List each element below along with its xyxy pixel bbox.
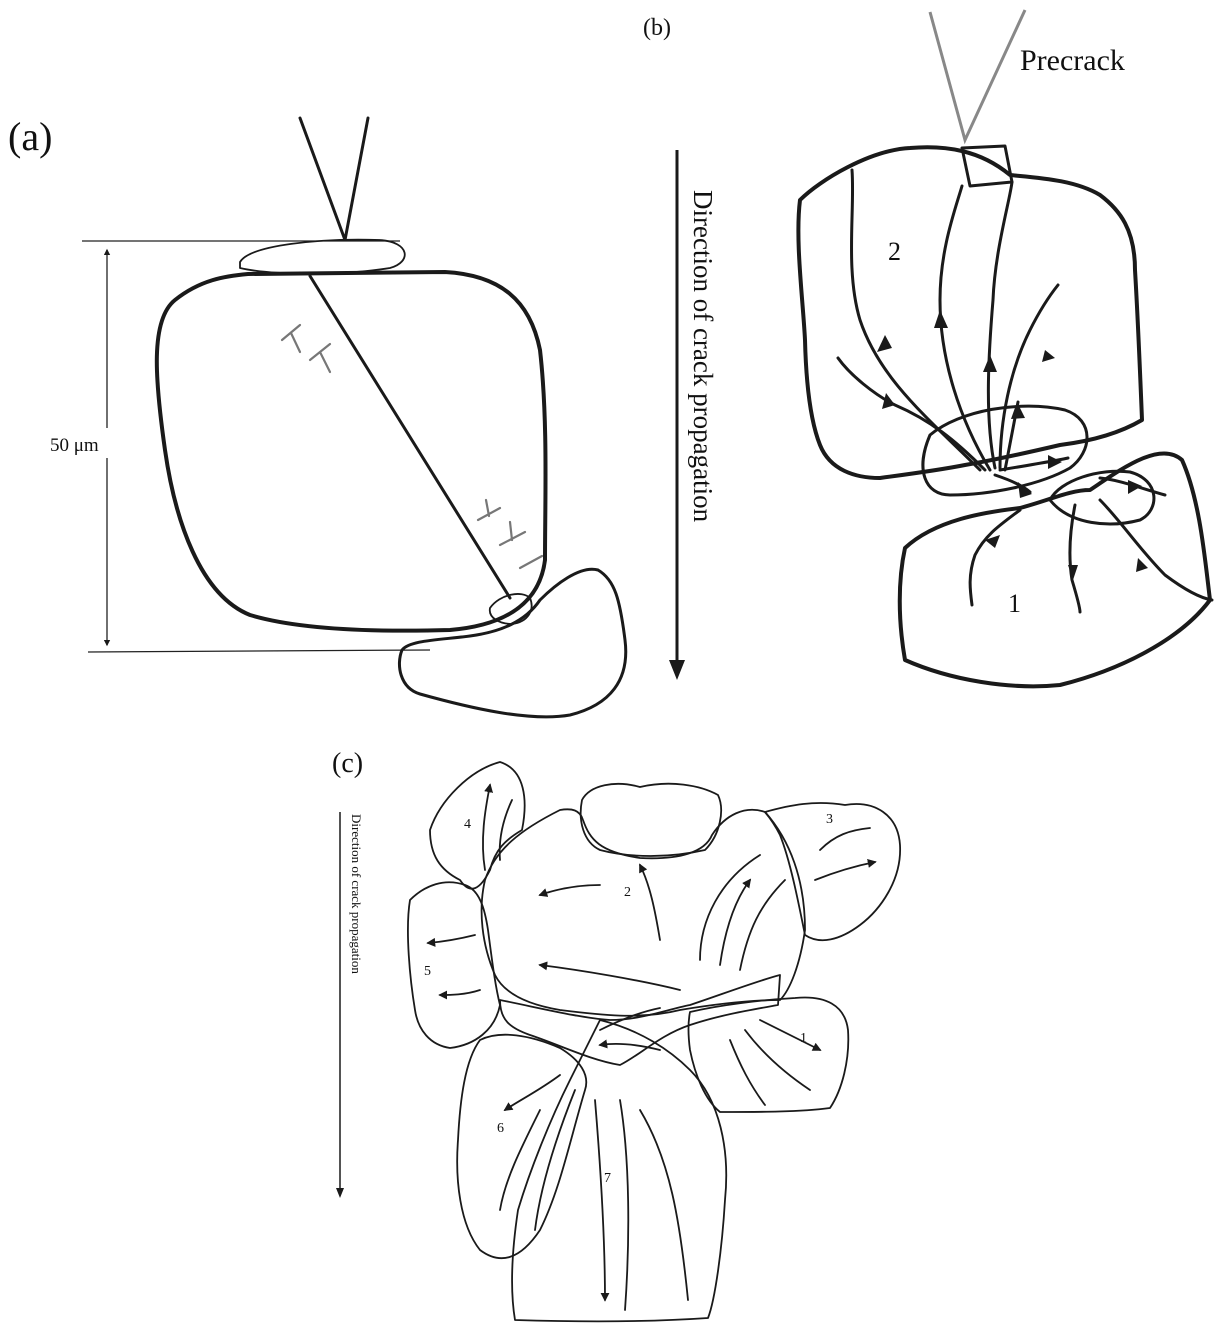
- neighbour-grain: [399, 569, 625, 717]
- grain-5-c: [408, 882, 500, 1048]
- dislocation-symbols-upper: [282, 325, 330, 372]
- direction-label-c: Direction of crack propagation: [349, 814, 364, 974]
- panel-a-notch: [300, 118, 368, 240]
- crack-paths-grain-2: [838, 170, 1068, 492]
- main-grain: [157, 272, 546, 631]
- precrack-label: Precrack: [1020, 44, 1125, 77]
- scale-label: 50 μm: [50, 435, 99, 456]
- grain-2-b: [798, 147, 1142, 478]
- panel-a: (a) 50 μm: [8, 114, 626, 717]
- crack-arrowheads-grain-2: [877, 310, 1062, 498]
- grain-2-label-c: 2: [624, 885, 631, 900]
- grain-4-c: [430, 762, 525, 889]
- slip-band: [310, 276, 510, 598]
- grain-3-label-c: 3: [826, 812, 833, 827]
- bottom-reference-line: [88, 650, 430, 652]
- grain-7-label-c: 7: [604, 1171, 611, 1186]
- central-strip-c: [500, 975, 780, 1065]
- panel-c-label: (c): [332, 748, 363, 779]
- crack-paths-grain-1: [970, 478, 1212, 612]
- crack-paths-c: [428, 785, 875, 1310]
- panel-b: (b) Precrack Direction of crack propagat…: [643, 10, 1212, 686]
- grain-1-b: [900, 453, 1210, 686]
- grain-2-c: [482, 809, 805, 1015]
- grain-5-label-c: 5: [424, 964, 431, 979]
- direction-arrow-c: Direction of crack propagation: [336, 812, 364, 1198]
- direction-label-b: Direction of crack propagation: [688, 190, 718, 523]
- grain-1-label-b: 1: [1008, 589, 1021, 618]
- panel-b-label: (b): [643, 15, 671, 41]
- grain-1-c: [689, 997, 849, 1112]
- grain-2-label-b: 2: [888, 237, 901, 266]
- grain-4-label-c: 4: [464, 817, 471, 832]
- panel-a-label: (a): [8, 114, 52, 159]
- precrack-notch: Precrack: [930, 10, 1125, 140]
- grain-6-label-c: 6: [497, 1121, 504, 1136]
- dislocation-symbols-lower: [478, 500, 542, 568]
- central-grain: [923, 406, 1087, 495]
- panel-c: (c) Direction of crack propagation: [332, 748, 900, 1321]
- surface-lens-grain: [240, 240, 405, 274]
- direction-arrow-b: Direction of crack propagation: [669, 150, 718, 680]
- scale-dimension: 50 μm: [40, 250, 120, 645]
- grain-1-label-c: 1: [800, 1031, 807, 1046]
